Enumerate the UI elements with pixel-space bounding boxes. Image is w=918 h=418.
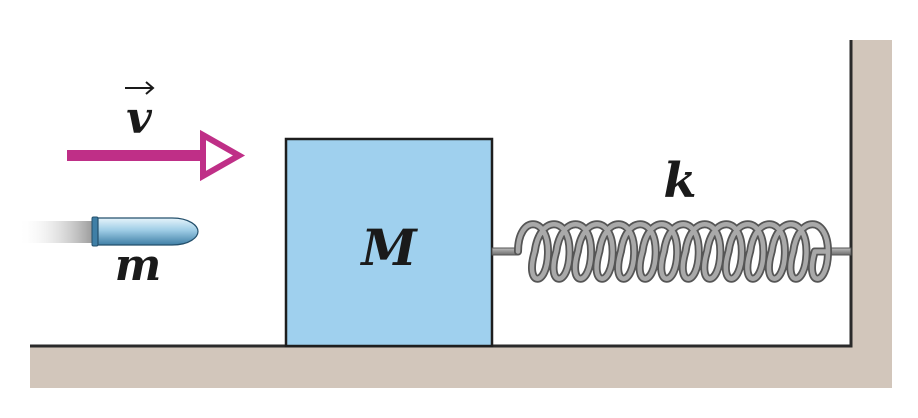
bullet-base — [91, 216, 99, 247]
spring: k — [491, 153, 852, 283]
bullet-mass-label: m — [115, 240, 162, 291]
velocity-label: v — [126, 93, 152, 144]
floor — [30, 346, 892, 388]
velocity-arrow — [67, 129, 246, 182]
block: M — [284, 137, 494, 348]
spring-constant-label: k — [663, 153, 696, 209]
wall — [851, 40, 892, 388]
block-body — [284, 137, 494, 348]
bullet: m — [18, 216, 199, 291]
bullet-body — [97, 217, 199, 246]
vector-arrowhead-icon — [145, 81, 155, 95]
velocity-label-group: v — [125, 81, 155, 144]
bullet-trail — [18, 221, 94, 243]
spring-coils-highlight — [515, 222, 831, 281]
floor-and-wall — [30, 40, 892, 388]
block-mass-label: M — [359, 218, 418, 277]
